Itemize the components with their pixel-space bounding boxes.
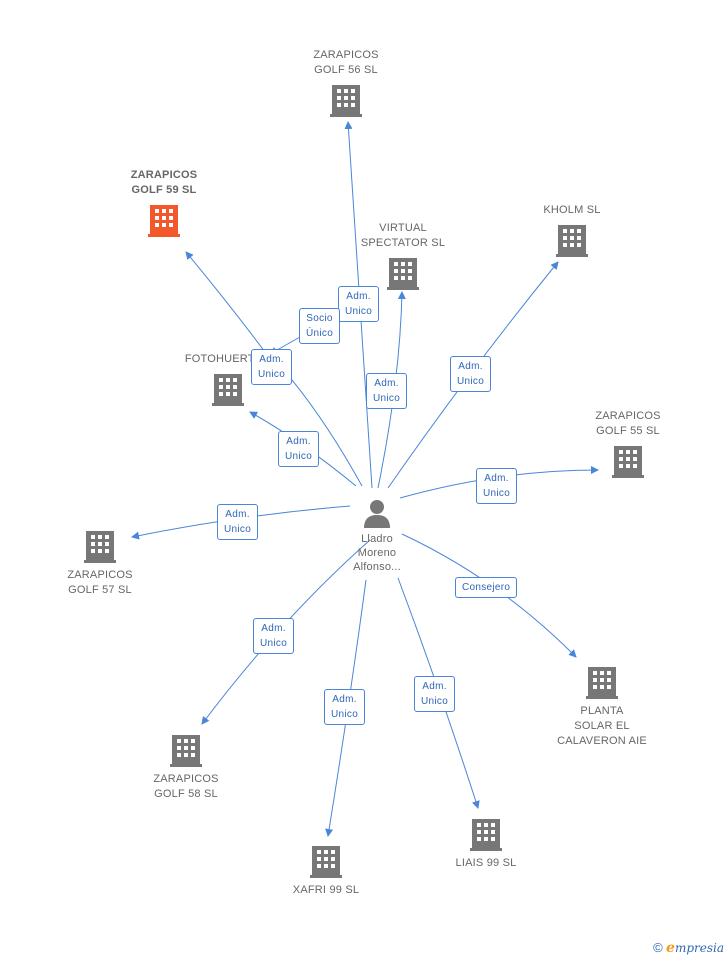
brand-logo-e: e xyxy=(666,940,675,956)
edge-label-xafri[interactable]: Adm. Unico xyxy=(324,689,366,725)
node-fotohuerta[interactable]: FOTOHUERTA... xyxy=(176,352,280,407)
node-label: KHOLM SL xyxy=(543,204,601,216)
person-icon xyxy=(364,500,390,528)
node-person-center[interactable]: Lladro Moreno Alfonso... xyxy=(336,498,418,574)
edge-label-liais[interactable]: Adm. Unico xyxy=(414,676,456,712)
building-icon xyxy=(170,735,202,767)
node-label: LIAIS 99 SL xyxy=(455,857,517,869)
node-zarapicos-golf-59[interactable]: ZARAPICOS GOLF 59 SL xyxy=(116,168,212,238)
edge-label-z59-socio[interactable]: Socio Único xyxy=(299,308,341,344)
building-icon xyxy=(556,225,588,257)
edge-label-z59-adm[interactable]: Adm. Unico xyxy=(251,349,293,385)
edge-z59-adm xyxy=(185,251,269,357)
building-icon xyxy=(387,258,419,290)
node-label: VIRTUAL SPECTATOR SL xyxy=(360,222,446,249)
building-icon xyxy=(470,819,502,851)
node-label: ZARAPICOS GOLF 57 SL xyxy=(67,569,133,596)
edge-label-kholm[interactable]: Adm. Unico xyxy=(450,356,492,392)
building-icon xyxy=(310,846,342,878)
node-label: ZARAPICOS GOLF 58 SL xyxy=(153,773,219,800)
node-label: ZARAPICOS GOLF 56 SL xyxy=(313,49,379,76)
edge-label-virtual[interactable]: Adm. Unico xyxy=(366,373,408,409)
building-icon xyxy=(586,667,618,699)
edge-label-fotohuerta[interactable]: Adm. Unico xyxy=(278,431,320,467)
node-virtual-spectator[interactable]: VIRTUAL SPECTATOR SL xyxy=(354,221,452,291)
building-icon xyxy=(84,531,116,563)
node-zarapicos-golf-56[interactable]: ZARAPICOS GOLF 56 SL xyxy=(298,48,394,118)
edge-label-z57[interactable]: Adm. Unico xyxy=(217,504,259,540)
copyright-symbol: © xyxy=(653,940,663,955)
brand-logo-text: mpresia xyxy=(674,941,724,955)
node-liais-99[interactable]: LIAIS 99 SL xyxy=(438,816,534,871)
person-name: Lladro Moreno Alfonso... xyxy=(353,533,401,573)
node-label: ZARAPICOS GOLF 55 SL xyxy=(595,410,661,437)
edge-label-z55[interactable]: Adm. Unico xyxy=(476,468,518,504)
node-label: ZARAPICOS GOLF 59 SL xyxy=(130,169,198,196)
edge-label-z58[interactable]: Adm. Unico xyxy=(253,618,295,654)
building-icon xyxy=(212,374,244,406)
node-planta-solar[interactable]: PLANTA SOLAR EL CALAVERON AIE xyxy=(546,664,658,749)
node-kholm[interactable]: KHOLM SL xyxy=(524,203,620,258)
node-zarapicos-golf-57[interactable]: ZARAPICOS GOLF 57 SL xyxy=(52,528,148,598)
node-zarapicos-golf-58[interactable]: ZARAPICOS GOLF 58 SL xyxy=(138,732,234,802)
building-icon xyxy=(330,85,362,117)
building-icon xyxy=(148,205,180,237)
node-label: PLANTA SOLAR EL CALAVERON AIE xyxy=(557,705,647,747)
node-xafri-99[interactable]: XAFRI 99 SL xyxy=(278,843,374,898)
edge-label-z56[interactable]: Adm. Unico xyxy=(338,286,380,322)
node-label: FOTOHUERTA... xyxy=(184,353,272,365)
edge-label-planta[interactable]: Consejero xyxy=(455,577,518,598)
node-zarapicos-golf-55[interactable]: ZARAPICOS GOLF 55 SL xyxy=(580,409,676,479)
node-label: XAFRI 99 SL xyxy=(292,884,360,896)
brand-watermark: © empresia xyxy=(653,940,724,956)
building-icon xyxy=(612,446,644,478)
